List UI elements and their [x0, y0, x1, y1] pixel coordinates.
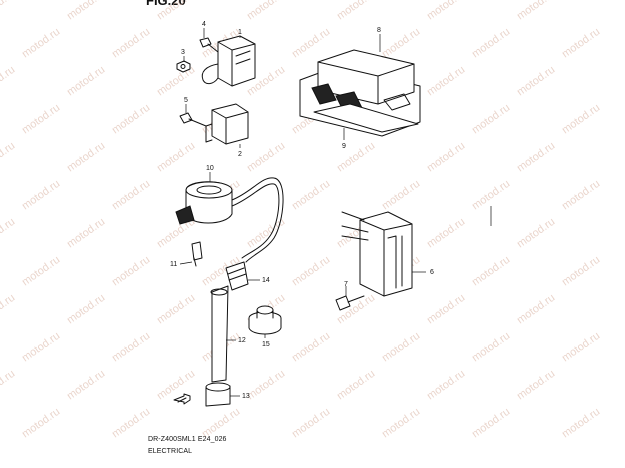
- watermark-text: motod.ru: [110, 178, 152, 213]
- watermark-text: motod.ru: [470, 406, 512, 441]
- watermark-text: motod.ru: [0, 292, 17, 327]
- watermark-text: motod.ru: [380, 330, 422, 365]
- watermark-text: motod.ru: [155, 368, 197, 403]
- watermark-text: motod.ru: [560, 254, 602, 289]
- watermark-text: motod.ru: [20, 330, 62, 365]
- watermark-text: motod.ru: [65, 368, 107, 403]
- callout-3: 3: [181, 49, 185, 56]
- watermark-text: motod.ru: [20, 406, 62, 441]
- watermark-text: motod.ru: [425, 292, 467, 327]
- watermark-text: motod.ru: [425, 0, 467, 22]
- watermark-text: motod.ru: [155, 292, 197, 327]
- section-label: ELECTRICAL: [148, 448, 193, 455]
- watermark-text: motod.ru: [470, 26, 512, 61]
- watermark-text: motod.ru: [20, 178, 62, 213]
- watermark-text: motod.ru: [0, 140, 17, 175]
- callout-13: 13: [242, 393, 250, 400]
- watermark-text: motod.ru: [560, 330, 602, 365]
- watermark-text: motod.ru: [290, 178, 332, 213]
- watermark-text: motod.ru: [560, 102, 602, 137]
- watermark-text: motod.ru: [245, 0, 287, 22]
- callout-5: 5: [184, 97, 188, 104]
- watermark-text: motod.ru: [0, 368, 17, 403]
- watermark-text: motod.ru: [380, 26, 422, 61]
- callout-9: 9: [342, 143, 346, 150]
- ecm-assembly: [299, 49, 421, 137]
- watermark-text: motod.ru: [245, 140, 287, 175]
- watermark-text: motod.ru: [0, 216, 17, 251]
- watermark-text: motod.ru: [0, 64, 17, 99]
- watermark-text: motod.ru: [65, 292, 107, 327]
- watermark-text: motod.ru: [515, 0, 557, 22]
- figure-title: FIG.20: [146, 0, 186, 8]
- watermark-text: motod.ru: [65, 140, 107, 175]
- watermark-text: motod.ru: [470, 330, 512, 365]
- watermark-text: motod.ru: [65, 0, 107, 22]
- watermark-text: motod.ru: [335, 368, 377, 403]
- watermark-text: motod.ru: [20, 254, 62, 289]
- callout-1: 1: [238, 29, 242, 36]
- watermark-text: motod.ru: [20, 102, 62, 137]
- spark-plug-cap-assembly: [205, 261, 282, 407]
- watermark-text: motod.ru: [110, 330, 152, 365]
- watermark-text: motod.ru: [515, 64, 557, 99]
- watermark-text: motod.ru: [515, 368, 557, 403]
- callout-7: 7: [344, 281, 348, 288]
- watermark-text: motod.ru: [425, 64, 467, 99]
- callout-11: 11: [170, 261, 177, 268]
- watermark-text: motod.ru: [155, 140, 197, 175]
- watermark-text: motod.ru: [110, 254, 152, 289]
- callout-6: 6: [430, 269, 434, 276]
- callout-leaders: [179, 28, 492, 397]
- watermark-text: motod.ru: [290, 254, 332, 289]
- watermark-text: motod.ru: [470, 254, 512, 289]
- watermark-text: motod.ru: [515, 140, 557, 175]
- watermark-text: motod.ru: [560, 26, 602, 61]
- watermark-text: motod.ru: [335, 0, 377, 22]
- watermark-text: motod.ru: [155, 64, 197, 99]
- callout-2: 2: [238, 151, 242, 158]
- watermark-text: motod.ru: [110, 102, 152, 137]
- callout-14: 14: [262, 277, 270, 284]
- watermark-text: motod.ru: [290, 26, 332, 61]
- front-direction-arrow-icon: [173, 393, 191, 405]
- watermark-text: motod.ru: [425, 368, 467, 403]
- watermark-text: motod.ru: [470, 102, 512, 137]
- callout-12: 12: [238, 337, 246, 344]
- model-code: DR-Z400SML1 E24_026: [148, 436, 227, 443]
- watermark-text: motod.ru: [65, 64, 107, 99]
- callout-labels: 1 2 3 4 5 6 7 8 9 10 11 12 13 14 15: [170, 21, 434, 400]
- watermark-text: motod.ru: [245, 368, 287, 403]
- callout-15: 15: [262, 341, 270, 348]
- callout-10: 10: [206, 165, 214, 172]
- watermark-text: motod.ru: [110, 26, 152, 61]
- watermark-text: motod.ru: [425, 216, 467, 251]
- relay-assembly: [176, 35, 256, 145]
- ignition-coil-assembly: [175, 177, 284, 267]
- watermark-text: motod.ru: [290, 406, 332, 441]
- watermark-text: motod.ru: [560, 406, 602, 441]
- watermark-text: motod.ru: [110, 406, 152, 441]
- watermark-text: motod.ru: [65, 216, 107, 251]
- watermark-text: motod.ru: [380, 178, 422, 213]
- callout-4: 4: [202, 21, 206, 28]
- watermark-text: motod.ru: [20, 26, 62, 61]
- regulator-rectifier-assembly: [335, 211, 413, 311]
- watermark-text: motod.ru: [290, 330, 332, 365]
- watermark-text: motod.ru: [380, 406, 422, 441]
- watermark-text: motod.ru: [0, 0, 17, 22]
- watermark-text: motod.ru: [515, 216, 557, 251]
- watermark-text: motod.ru: [560, 178, 602, 213]
- watermark-text: motod.ru: [155, 0, 197, 22]
- watermark-text: motod.ru: [515, 292, 557, 327]
- callout-8: 8: [377, 27, 381, 34]
- watermark-text: motod.ru: [425, 140, 467, 175]
